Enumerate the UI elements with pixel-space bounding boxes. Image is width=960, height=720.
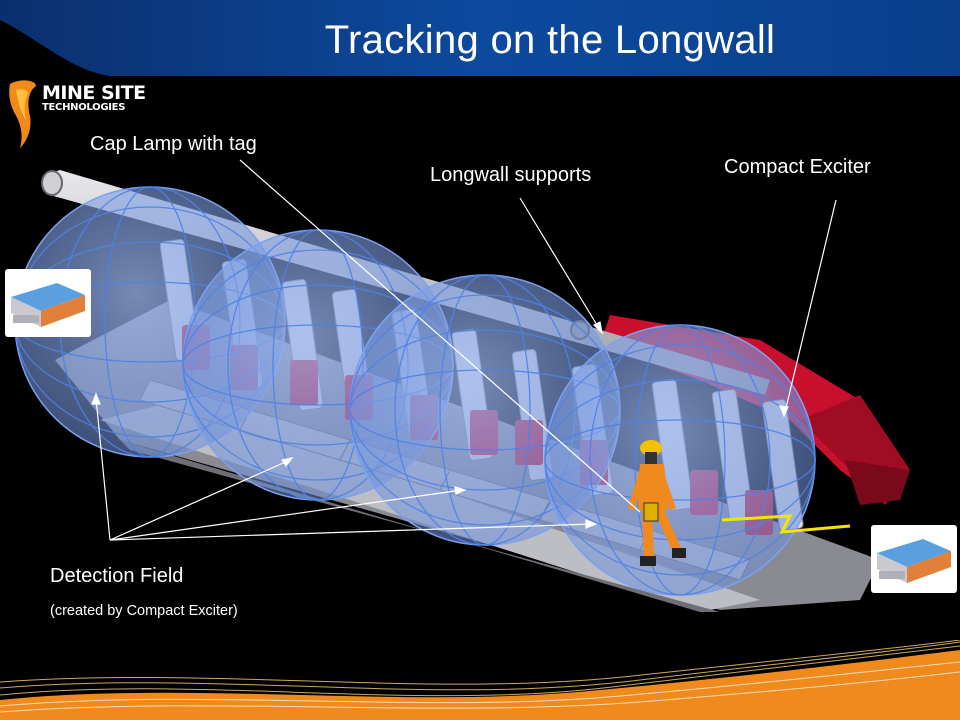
detection-field-bubbles [14,186,816,596]
exciter-cable [721,514,851,534]
callout-lines [91,159,837,541]
exciter-device-left [5,269,91,337]
label-detection-field-sub: (created by Compact Exciter) [50,603,238,619]
label-detection-field: Detection Field [50,565,184,587]
label-longwall-supports: Longwall supports [430,164,592,186]
logo-line1: MINE SITE [42,82,146,104]
exciter-device-icon [11,283,85,327]
miner-figure [628,440,686,566]
logo-flame-icon [9,80,37,148]
title-bar: Tracking on the Longwall [0,0,960,76]
exciter-device-right [871,525,957,593]
exciter-device-icon [877,539,951,583]
detection-bubble [544,324,816,596]
label-compact-exciter: Compact Exciter [724,156,871,178]
label-cap-lamp: Cap Lamp with tag [90,133,257,155]
logo-line2: TECHNOLOGIES [42,102,126,113]
footer-wave-decoration [0,640,960,720]
page-title: Tracking on the Longwall [324,18,776,62]
title-bar-background [0,0,960,76]
company-logo: MINE SITE TECHNOLOGIES [6,76,146,152]
